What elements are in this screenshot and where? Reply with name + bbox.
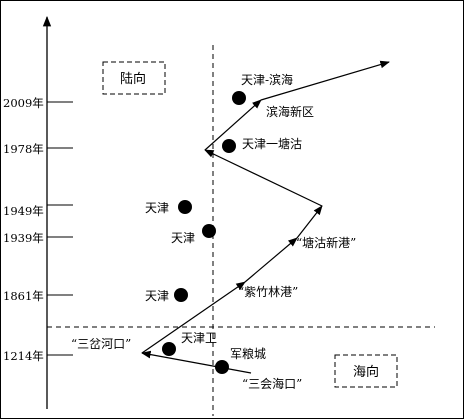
- location-dot-tianjinwei: [162, 342, 176, 356]
- location-dot-tianjin-1949: [178, 200, 192, 214]
- place-label-zizhulin-port: “紫竹林港”: [238, 285, 298, 299]
- year-label-1861: 1861年: [3, 289, 44, 303]
- year-label-2009: 2009年: [3, 96, 44, 110]
- land-region-label: 陆向: [120, 71, 146, 87]
- place-label-tianjin-1939: 天津: [171, 231, 195, 245]
- place-label-binhai-new-area: 滨海新区: [266, 104, 314, 119]
- land-region-box: [102, 61, 166, 95]
- place-label-tanggu-new-port: “塘沽新港”: [296, 235, 356, 250]
- year-label-1978: 1978年: [3, 142, 44, 156]
- place-label-tianjin-binhai: 天津-滨海: [241, 72, 293, 87]
- path-segment-1: [141, 350, 252, 374]
- place-label-tianjin-1949: 天津: [145, 201, 169, 215]
- path-segment-4: [296, 205, 323, 239]
- place-label-sanhui-haikou: “三会海口”: [242, 376, 302, 391]
- path-segment-3: [244, 237, 298, 283]
- path-segment-2: [141, 281, 246, 354]
- place-label-sancha-hekou: “三岔河口”: [71, 337, 131, 351]
- year-label-1214: 1214年: [3, 349, 44, 363]
- location-dot-tianjin-1861: [174, 288, 188, 302]
- path-segment-5: [204, 149, 323, 207]
- year-label-1949: 1949年: [3, 204, 44, 218]
- location-dot-tianjin-1939: [202, 224, 216, 238]
- place-label-tianjin-tanggu: 天津一塘沽: [242, 136, 302, 151]
- location-dot-junliangcheng: [215, 360, 229, 374]
- location-dot-binhai: [232, 91, 246, 105]
- place-label-tianjinwei: 天津卫: [181, 331, 217, 345]
- sea-region-box: [334, 354, 398, 388]
- place-label-junliangcheng: 军粮城: [230, 346, 266, 361]
- path-segment-6: [204, 99, 262, 151]
- sea-region-label: 海向: [353, 364, 379, 380]
- place-label-tianjin-1861: 天津: [145, 289, 169, 303]
- path-segment-7: [260, 60, 390, 101]
- year-label-1939: 1939年: [3, 231, 44, 245]
- location-dot-tanggu: [222, 139, 236, 153]
